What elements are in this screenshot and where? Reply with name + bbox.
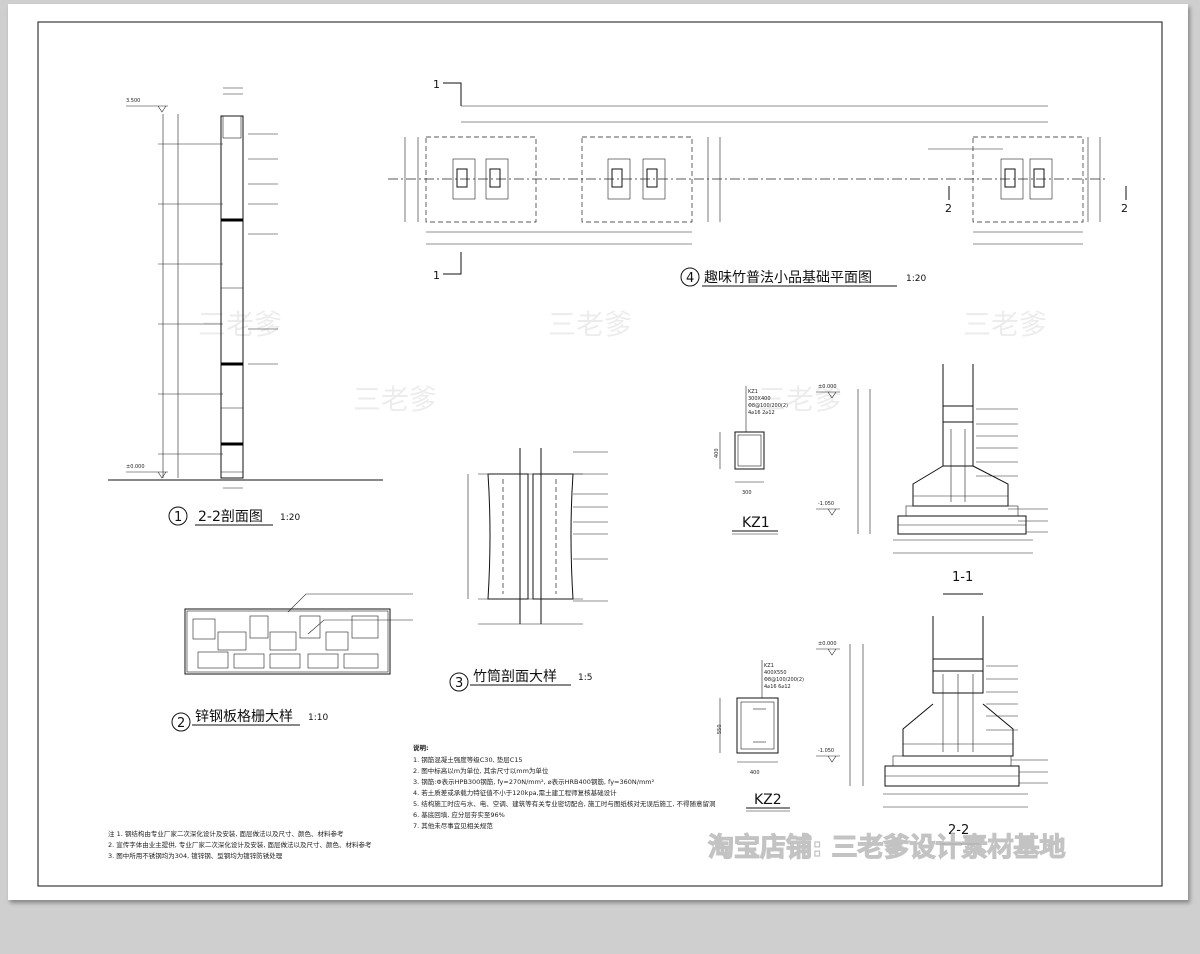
svg-text:1:10: 1:10 — [308, 713, 328, 723]
svg-text:Φ8@100/200(2): Φ8@100/200(2) — [748, 403, 788, 409]
svg-text:三老爹: 三老爹 — [758, 383, 842, 416]
svg-text:3. 钢筋:Φ表示HPB300钢筋, fy=270N/mm²: 3. 钢筋:Φ表示HPB300钢筋, fy=270N/mm², ⌀表示HRB40… — [413, 777, 655, 786]
section-1-1-view: ±0.000 -1.050 1-1 — [816, 364, 1048, 595]
svg-text:KZ2: KZ2 — [754, 792, 782, 808]
svg-text:三老爹: 三老爹 — [963, 308, 1047, 341]
svg-text:1:5: 1:5 — [578, 673, 592, 683]
kz1-column-view: KZ1 300X400 Φ8@100/200(2) 4⌀16 2⌀12 400 … — [714, 386, 788, 535]
svg-text:三老爹: 三老爹 — [353, 383, 437, 416]
general-notes: 注 1. 钢结构由专业厂家二次深化设计及安装, 面层做法以及尺寸、颜色、材料参考… — [108, 829, 372, 860]
bamboo-section-view: 3 竹筒剖面大样 1:5 — [449, 448, 608, 692]
svg-text:1. 钢筋混凝土强度等级C30, 垫层C15: 1. 钢筋混凝土强度等级C30, 垫层C15 — [413, 755, 523, 764]
svg-text:4: 4 — [686, 271, 694, 286]
design-notes: 说明: 1. 钢筋混凝土强度等级C30, 垫层C15 2. 图中标高以m为单位,… — [413, 743, 716, 830]
svg-text:竹筒剖面大样: 竹筒剖面大样 — [473, 668, 557, 685]
svg-text:4⌀16 6⌀12: 4⌀16 6⌀12 — [764, 684, 791, 690]
shop-watermark: 淘宝店铺: 三老爹设计素材基地 — [708, 832, 1065, 863]
svg-text:注 1. 钢结构由专业厂家二次深化设计及安装, 面层做法以: 注 1. 钢结构由专业厂家二次深化设计及安装, 面层做法以及尺寸、颜色、材料参考 — [108, 829, 344, 838]
svg-text:300X400: 300X400 — [748, 396, 771, 402]
section-2-2-footing-view: ±0.000 -1.050 2-2 — [816, 616, 1048, 845]
cad-drawing: 三老爹 三老爹 三老爹 三老爹 三老爹 3.500 ±0.000 — [37, 21, 1163, 887]
svg-text:2: 2 — [177, 716, 185, 731]
svg-text:1: 1 — [174, 510, 182, 525]
svg-text:Φ8@100/200(2): Φ8@100/200(2) — [764, 677, 804, 683]
svg-text:锌钢板格栅大样: 锌钢板格栅大样 — [195, 709, 293, 725]
svg-text:三老爹: 三老爹 — [198, 308, 282, 341]
foundation-plan-view: 1 1 2 2 4 趣味竹普法小品基础平面图 1:20 — [388, 78, 1128, 287]
section-2-2-view: 3.500 ±0.000 1 2-2剖面图 1:20 — [108, 87, 383, 526]
svg-text:2. 宣传字体由业主提供, 专业厂家二次深化设计及安装, 面: 2. 宣传字体由业主提供, 专业厂家二次深化设计及安装, 面层做法以及尺寸、颜色… — [108, 840, 372, 849]
svg-text:±0.000: ±0.000 — [818, 384, 837, 390]
svg-text:1-1: 1-1 — [952, 570, 973, 585]
svg-text:5. 结构施工时应与水、电、空调、建筑等有关专业密切配合,: 5. 结构施工时应与水、电、空调、建筑等有关专业密切配合, 施工时与图纸核对无误… — [413, 799, 716, 808]
svg-text:KZ1: KZ1 — [764, 663, 774, 669]
svg-text:1:20: 1:20 — [906, 274, 926, 284]
svg-text:2. 图中标高以m为单位, 其余尺寸以mm为单位: 2. 图中标高以m为单位, 其余尺寸以mm为单位 — [413, 766, 549, 775]
svg-text:2: 2 — [945, 202, 952, 215]
svg-text:三老爹: 三老爹 — [548, 308, 632, 341]
svg-text:KZ1: KZ1 — [742, 515, 770, 531]
svg-text:400: 400 — [750, 770, 760, 776]
svg-text:说明:: 说明: — [413, 743, 429, 752]
svg-text:±0.000: ±0.000 — [818, 641, 837, 647]
svg-text:趣味竹普法小品基础平面图: 趣味竹普法小品基础平面图 — [704, 269, 872, 286]
drawing-sheet: 三老爹 三老爹 三老爹 三老爹 三老爹 3.500 ±0.000 — [8, 4, 1188, 900]
svg-text:550: 550 — [717, 724, 723, 734]
svg-text:1:20: 1:20 — [280, 513, 300, 523]
svg-text:4. 若土质差或承载力特征值不小于120kpa,需土建工程师: 4. 若土质差或承载力特征值不小于120kpa,需土建工程师复核基础设计 — [413, 788, 617, 797]
svg-text:3: 3 — [455, 676, 463, 691]
svg-text:3. 图中所用不锈钢均为304, 镀锌钢、型钢均为镀锌防锈处: 3. 图中所用不锈钢均为304, 镀锌钢、型钢均为镀锌防锈处理 — [108, 851, 283, 860]
svg-text:7. 其他未尽事宜见相关规范: 7. 其他未尽事宜见相关规范 — [413, 821, 493, 830]
grille-detail-view: 2 锌钢板格栅大样 1:10 — [171, 593, 413, 732]
svg-text:2-2剖面图: 2-2剖面图 — [198, 509, 263, 525]
svg-text:2-2: 2-2 — [948, 823, 969, 838]
svg-text:4⌀16 2⌀12: 4⌀16 2⌀12 — [748, 410, 775, 416]
svg-text:400X550: 400X550 — [764, 670, 787, 676]
svg-text:2: 2 — [1121, 202, 1128, 215]
svg-text:1: 1 — [433, 78, 440, 91]
brand-watermarks: 三老爹 三老爹 三老爹 三老爹 三老爹 — [198, 308, 1047, 416]
svg-text:400: 400 — [714, 448, 720, 458]
svg-text:3.500: 3.500 — [126, 98, 140, 104]
svg-text:-1.050: -1.050 — [818, 501, 834, 507]
svg-text:±0.000: ±0.000 — [126, 464, 145, 470]
svg-text:-1.050: -1.050 — [818, 748, 834, 754]
kz2-column-view: KZ1 400X550 Φ8@100/200(2) 4⌀16 6⌀12 550 … — [717, 660, 804, 812]
svg-text:KZ1: KZ1 — [748, 389, 758, 395]
drawing-border — [37, 21, 1163, 887]
svg-text:300: 300 — [742, 490, 752, 496]
svg-text:6. 基底回填, 应分层夯实至96%: 6. 基底回填, 应分层夯实至96% — [413, 810, 505, 819]
svg-text:1: 1 — [433, 269, 440, 282]
